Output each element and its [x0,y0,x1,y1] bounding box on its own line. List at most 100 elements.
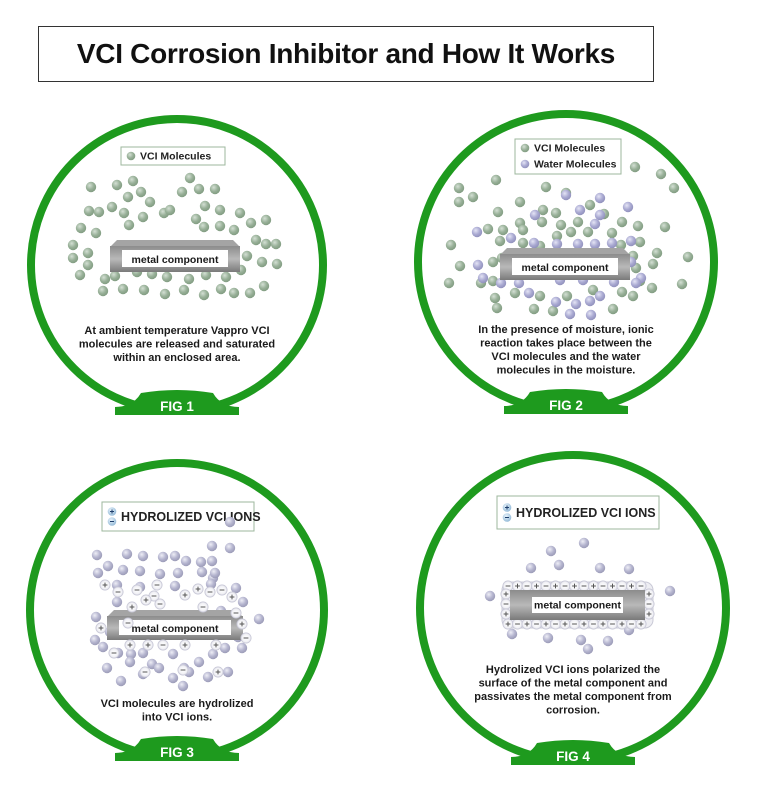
molecule-icon [234,207,246,219]
negative-ion-icon [540,580,552,592]
positive-ion-icon [587,580,599,592]
molecule-icon [575,634,587,646]
molecule-icon [109,270,121,282]
molecule-icon [75,222,87,234]
molecule-icon [117,283,129,295]
negative-ion-icon [197,601,209,613]
molecule-icon [550,296,562,308]
negative-ion-icon [157,639,169,651]
negative-ion-icon [500,598,512,610]
molecule-icon [220,271,232,283]
negative-ion-icon [530,618,542,630]
metal-label-box [119,620,231,635]
molecule-icon [594,209,606,221]
figure-tab [115,390,239,415]
molecule-icon [167,672,179,684]
positive-ion-icon [540,618,552,630]
positive-ion-icon [643,608,655,620]
molecule-icon [190,213,202,225]
molecule-icon [528,303,540,315]
molecule-icon [260,238,272,250]
molecule-icon [528,237,540,249]
molecule-icon [582,643,594,655]
molecule-icon [167,648,179,660]
molecule-icon [169,580,181,592]
molecule-icon [115,675,127,687]
caption-line: VCI molecules are hydrolized [101,698,254,710]
molecule-icon [594,192,606,204]
molecule-icon [193,183,205,195]
legend-label: HYDROLIZED VCI IONS [516,506,656,520]
positive-ion-icon [511,580,523,592]
molecule-icon [551,230,563,242]
molecule-icon [198,221,210,233]
molecule-icon [651,247,663,259]
legend-label: VCI Molecules [140,151,211,163]
molecule-icon [561,290,573,302]
molecule-icon [491,302,503,314]
molecule-icon [244,287,256,299]
positive-ion-icon [192,583,204,595]
positive-ion-icon [212,666,224,678]
negative-ion-icon [112,586,124,598]
molecule-icon [574,204,586,216]
molecule-icon [228,224,240,236]
molecule-icon [625,235,637,247]
molecule-icon [594,290,606,302]
molecule-icon [487,275,499,287]
molecule-icon [137,550,149,562]
negative-ion-icon [587,618,599,630]
caption-line: Hydrolized VCI ions polarized the [486,664,660,676]
molecule-icon [529,209,541,221]
molecule-icon [125,648,137,660]
metal-bevel [110,240,240,247]
molecule-icon [117,564,129,576]
molecule-icon [506,628,518,640]
molecule-icon [615,239,627,251]
molecule-icon [237,596,249,608]
molecule-icon [89,634,101,646]
metal-component-label: metal component [522,262,609,274]
molecule-icon [587,284,599,296]
molecule-icon [627,290,639,302]
ions [95,579,252,678]
molecule-icon [164,204,176,216]
molecule-icon [584,295,596,307]
positive-ion-icon [124,639,136,651]
negative-ion-icon [568,618,580,630]
molecule-icon [630,277,642,289]
negative-ion-icon [511,618,523,630]
molecule-icon [572,238,584,250]
title-box: VCI Corrosion Inhibitor and How It Works [38,26,654,82]
molecule-icon [137,647,149,659]
negative-ion-icon [635,580,647,592]
molecule-icon [124,656,136,668]
molecule-icon [198,289,210,301]
negative-ion-icon [549,618,561,630]
molecule-icon [178,284,190,296]
molecule-icon [484,590,496,602]
molecule-icon [536,216,548,228]
molecule-icon [505,232,517,244]
molecule-icon [91,549,103,561]
molecule-icon [253,613,265,625]
molecule-icon [594,562,606,574]
positive-ion-icon [500,608,512,620]
molecule-icon [222,666,234,678]
molecule-icon [589,238,601,250]
figure-tab [115,736,239,761]
molecule-icon [668,182,680,194]
metal-label-box [122,250,228,267]
molecule-icon [82,259,94,271]
positive-ion-icon [95,622,107,634]
molecule-icon [547,305,559,317]
caption-line: reaction takes place between the [480,338,652,350]
molecule-icon [572,216,584,228]
molecule-icon [137,211,149,223]
molecule-icon [472,259,484,271]
molecule-icon [92,567,104,579]
molecule-icon [676,278,688,290]
molecule-icon [564,308,576,320]
negative-ion-icon [122,617,134,629]
